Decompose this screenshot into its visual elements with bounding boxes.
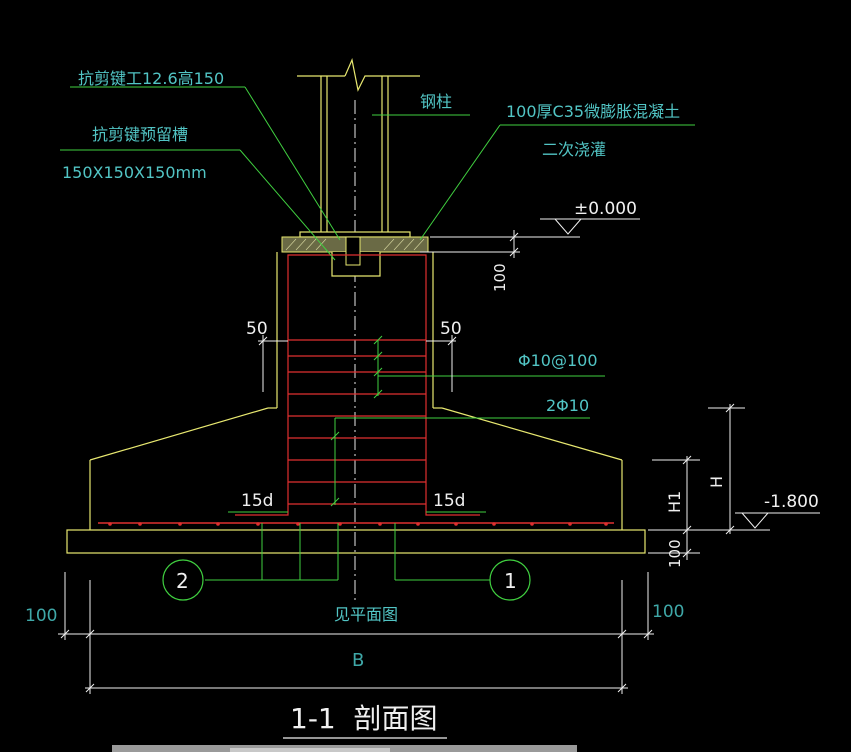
label-anchor-left: 15d xyxy=(241,491,273,511)
blinding-layer xyxy=(66,529,646,554)
label-callout-1: 1 xyxy=(504,569,517,593)
label-steel-column: 钢柱 xyxy=(420,92,452,111)
label-shear-key: 抗剪键工12.6高150 xyxy=(78,69,224,88)
label-bar: 2Φ10 xyxy=(546,396,589,415)
label-dim-100-bottom: 100 xyxy=(666,539,684,568)
drawing-title: 1-1 剖面图 xyxy=(290,702,438,735)
label-dim-50-right: 50 xyxy=(440,319,462,339)
reinforcement xyxy=(98,254,614,524)
label-dim-100-left: 100 xyxy=(25,606,57,626)
label-dim-100-right: 100 xyxy=(652,602,684,622)
base-plate xyxy=(281,231,429,277)
callout-2-circle xyxy=(162,559,204,601)
footing-outline xyxy=(66,252,646,554)
label-dim-50-left: 50 xyxy=(246,319,268,339)
label-callout-2: 2 xyxy=(176,569,189,593)
label-see-plan: 见平面图 xyxy=(334,605,398,624)
label-grout-line1: 100厚C35微膨胀混凝土 xyxy=(506,102,680,121)
dimension-lines xyxy=(58,218,820,739)
label-shear-slot-size: 150X150X150mm xyxy=(62,163,207,182)
label-dim-100-top: 100 xyxy=(491,263,509,292)
label-dim-H1: H1 xyxy=(665,491,684,513)
mesh-dots xyxy=(108,522,608,526)
steel-column xyxy=(297,58,420,232)
label-elev-bottom: -1.800 xyxy=(764,492,819,512)
label-grout-line2: 二次浇灌 xyxy=(542,140,606,159)
scrollbar-thumb[interactable] xyxy=(230,748,390,752)
label-elev-top: ±0.000 xyxy=(574,199,637,219)
label-dim-H: H xyxy=(707,476,726,488)
label-shear-slot: 抗剪键预留槽 xyxy=(92,125,188,144)
label-dim-B: B xyxy=(352,650,364,671)
leader-lines xyxy=(60,86,695,581)
callout-1-circle xyxy=(489,559,531,601)
label-stirrup: Φ10@100 xyxy=(518,351,598,370)
label-anchor-right: 15d xyxy=(433,491,465,511)
